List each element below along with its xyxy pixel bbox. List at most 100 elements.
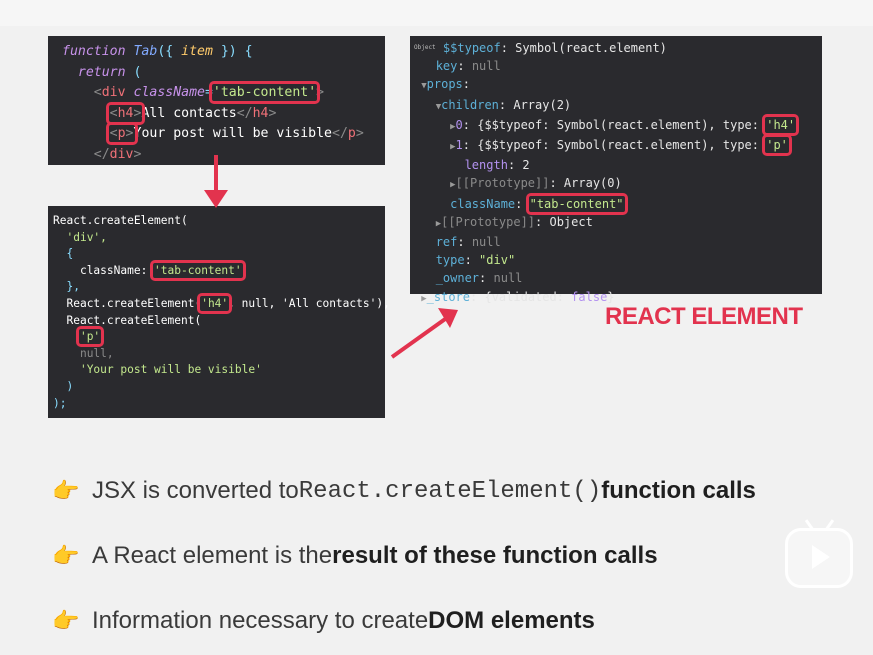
bullet-text: JSX is converted to	[92, 477, 299, 504]
code: React.createElement(	[66, 313, 202, 327]
p-arg-highlight: 'p'	[75, 326, 105, 348]
jsx-line-3: <div className='tab-content'>	[62, 81, 385, 105]
collapse-arrow-icon[interactable]: ▶	[450, 180, 456, 191]
jsx-line-6: </div>	[62, 145, 385, 166]
code: null,	[79, 346, 114, 360]
obj-line-store[interactable]: ▶_store: {validated: false}	[421, 289, 615, 304]
obj-line-child-1[interactable]: ▶1: {$$typeof: Symbol(react.element), ty…	[450, 134, 792, 157]
jsx-line-5: <p>Your post will be visible</p>	[62, 122, 385, 146]
obj-line-proto-array[interactable]: ▶[[Prototype]]: Array(0)	[450, 176, 622, 191]
expand-arrow-icon[interactable]: ▼	[435, 101, 442, 112]
obj-line-proto-object[interactable]: ▶[[Prototype]]: Object	[435, 214, 593, 229]
attr: className	[133, 85, 205, 101]
key: _store	[426, 289, 471, 304]
classname-value-highlight: 'tab-content'	[150, 259, 246, 281]
key: children	[441, 97, 499, 112]
bullet-bold: function calls	[601, 477, 756, 504]
punct: (	[125, 64, 142, 80]
value: Array(2)	[513, 97, 572, 112]
punct: <	[93, 85, 102, 101]
value: Array(0)	[563, 176, 622, 191]
h4-tag-highlight: <h4>	[105, 101, 146, 125]
text: All contacts	[141, 105, 237, 121]
key: _owner	[435, 271, 480, 286]
punct: </	[332, 126, 348, 142]
pointing-hand-icon: 👉	[52, 478, 80, 503]
child-type-h4-highlight: 'h4'	[762, 113, 800, 136]
pointing-hand-icon: 👉	[52, 608, 80, 633]
collapse-arrow-icon[interactable]: ▶	[450, 142, 456, 153]
obj-line-props[interactable]: ▼props:	[421, 77, 471, 92]
ce-line-3: {	[53, 246, 385, 263]
code: )	[66, 379, 74, 393]
key: 0	[455, 117, 463, 132]
key: props	[426, 77, 463, 92]
keyword: return	[77, 64, 126, 80]
punct: }) {	[212, 44, 253, 59]
code: React.createElement(	[66, 296, 202, 310]
tag: p	[347, 126, 356, 142]
jsx-code-panel: function Tab({ item }) { return ( <div c…	[48, 36, 385, 165]
h4-arg-highlight: 'h4'	[197, 292, 233, 314]
expand-arrow-icon[interactable]: ▼	[421, 81, 427, 92]
punct: >	[133, 146, 142, 162]
tag: h4	[117, 105, 134, 121]
jsx-line-2: return (	[62, 63, 385, 84]
collapse-arrow-icon[interactable]: ▶	[450, 121, 456, 132]
bullet-2: 👉 A React element is the result of these…	[52, 542, 658, 570]
value: {validated:	[484, 289, 572, 304]
code: );	[53, 396, 67, 410]
punct: =	[204, 85, 213, 101]
punct: >	[133, 105, 142, 121]
value: null	[471, 59, 501, 74]
value: 2	[522, 158, 530, 173]
bullet-text: A React element is the	[92, 542, 333, 569]
key: className	[450, 196, 516, 211]
code: 'Your post will be visible'	[79, 363, 262, 377]
bullet-bold: DOM elements	[428, 607, 595, 634]
classname-value-highlight: 'tab-content'	[208, 81, 321, 105]
value: Object	[549, 214, 593, 229]
value: null	[493, 271, 523, 286]
param: item	[181, 44, 213, 59]
code: {	[66, 247, 74, 261]
obj-line-classname: className: "tab-content"	[450, 192, 628, 215]
key: ref	[435, 235, 458, 250]
obj-line-child-0[interactable]: ▶0: {$$typeof: Symbol(react.element), ty…	[450, 113, 800, 136]
p-tag-highlight: <p>	[105, 122, 138, 146]
video-logo-icon	[785, 519, 853, 588]
key: [[Prototype]]	[455, 176, 550, 191]
punct: <	[109, 126, 118, 142]
obj-line-children[interactable]: ▼children: Array(2)	[435, 97, 572, 112]
value: null	[471, 235, 501, 250]
key: length	[464, 158, 508, 173]
ce-line-10: 'Your post will be visible'	[53, 362, 385, 379]
key: [[Prototype]]	[441, 214, 536, 229]
diagonal-arrow	[390, 308, 458, 359]
collapse-arrow-icon[interactable]: ▶	[421, 293, 427, 304]
ce-line-2: 'div',	[53, 230, 385, 247]
ce-line-4: className: 'tab-content'	[53, 259, 385, 281]
value: }	[607, 289, 615, 304]
code: className:	[79, 263, 155, 277]
object-badge: Object	[414, 44, 436, 51]
classname-value-highlight: "tab-content"	[525, 192, 628, 215]
obj-line-owner: _owner: null	[435, 271, 523, 286]
obj-line-length: length: 2	[464, 158, 530, 173]
keyword: function	[62, 44, 126, 59]
bullet-text: Information necessary to create	[92, 607, 429, 634]
value: {$$typeof: Symbol(react.element), type:	[477, 138, 767, 153]
key: $$typeof	[442, 41, 501, 55]
create-element-code-panel: React.createElement( 'div', { className:…	[48, 206, 390, 418]
punct: >	[316, 85, 325, 101]
code: },	[66, 280, 80, 294]
ce-line-9: null,	[53, 346, 385, 363]
obj-line-typeof: Object $$typeof: Symbol(react.element)	[414, 41, 667, 55]
key: type	[435, 253, 465, 268]
punct: <	[109, 105, 118, 121]
punct: >	[355, 126, 364, 142]
ce-line-1: React.createElement(	[53, 213, 385, 230]
collapse-arrow-icon[interactable]: ▶	[435, 218, 442, 229]
text: Your post will be visible	[133, 126, 333, 142]
